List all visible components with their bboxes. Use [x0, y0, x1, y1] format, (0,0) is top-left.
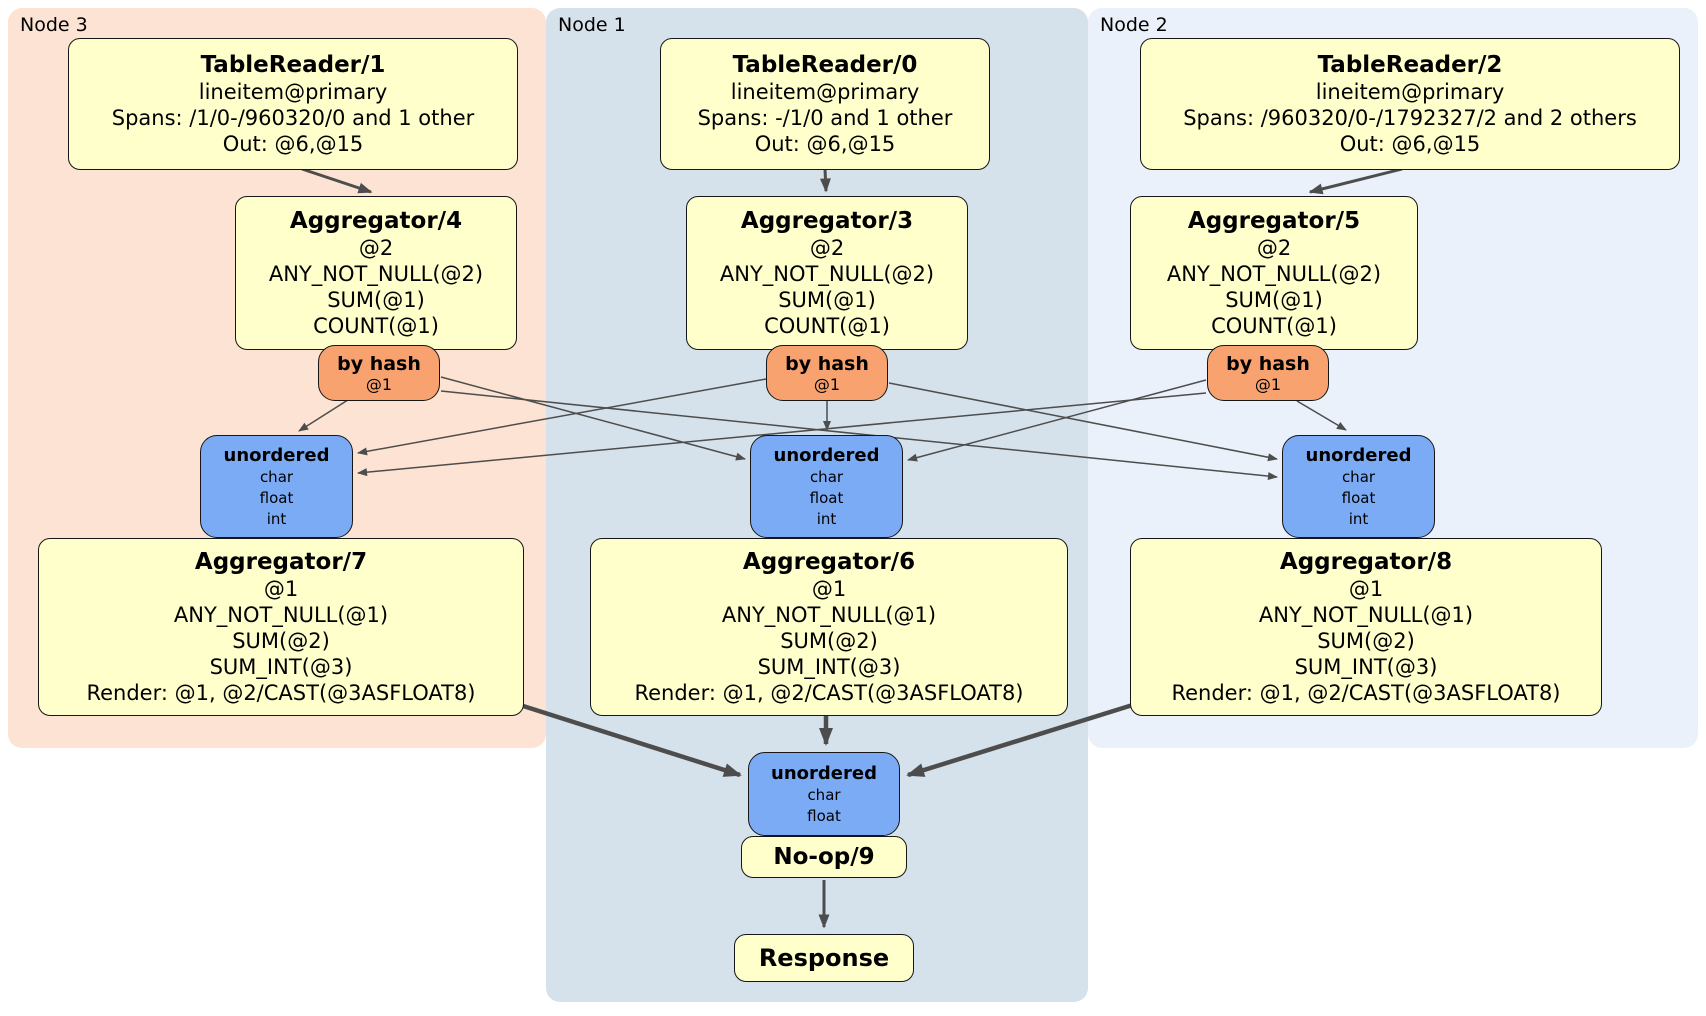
router-key: @1: [365, 374, 393, 394]
box-line: @2: [358, 236, 394, 260]
box-title: Aggregator/6: [742, 549, 916, 575]
sync-type: float: [809, 488, 844, 507]
box-title: Aggregator/5: [1187, 208, 1361, 234]
box-line: Out: @6,@15: [222, 132, 364, 156]
box-line: COUNT(@1): [764, 314, 890, 338]
box-line: @1: [263, 577, 299, 601]
tablereader-2-box: TableReader/2 lineitem@primary Spans: /9…: [1140, 38, 1680, 170]
box-line: Out: @6,@15: [1339, 132, 1481, 156]
aggregator-7-box: Aggregator/7 @1 ANY_NOT_NULL(@1) SUM(@2)…: [38, 538, 524, 716]
box-line: ANY_NOT_NULL(@2): [1166, 262, 1382, 286]
box-line: ANY_NOT_NULL(@2): [268, 262, 484, 286]
box-line: COUNT(@1): [313, 314, 439, 338]
box-line: Spans: -/1/0 and 1 other: [697, 106, 953, 130]
sync-type: char: [1341, 467, 1376, 486]
sync-type: char: [259, 467, 294, 486]
box-line: SUM(@2): [1317, 629, 1415, 653]
box-line: @1: [811, 577, 847, 601]
sync-type: int: [266, 509, 287, 528]
node2-label: Node 2: [1100, 14, 1168, 36]
aggregator-5-box: Aggregator/5 @2 ANY_NOT_NULL(@2) SUM(@1)…: [1130, 196, 1418, 350]
router-title: by hash: [785, 352, 869, 375]
aggregator-3-box: Aggregator/3 @2 ANY_NOT_NULL(@2) SUM(@1)…: [686, 196, 968, 350]
sync-type: int: [816, 509, 837, 528]
router-title: by hash: [1226, 352, 1310, 375]
sync-type: float: [1341, 488, 1376, 507]
router-title: by hash: [337, 352, 421, 375]
box-line: Render: @1, @2/CAST(@3ASFLOAT8): [1171, 681, 1561, 705]
byhash-router-node1: by hash @1: [766, 345, 888, 401]
sync-type: float: [259, 488, 294, 507]
unordered-sync-node1: unordered char float int: [750, 435, 903, 538]
box-title: No-op/9: [773, 844, 875, 870]
aggregator-6-box: Aggregator/6 @1 ANY_NOT_NULL(@1) SUM(@2)…: [590, 538, 1068, 716]
noop-9-box: No-op/9: [741, 836, 907, 878]
sync-type: char: [809, 467, 844, 486]
box-line: @1: [1348, 577, 1384, 601]
box-line: COUNT(@1): [1211, 314, 1337, 338]
unordered-sync-node2: unordered char float int: [1282, 435, 1435, 538]
node1-label: Node 1: [558, 14, 626, 36]
box-line: SUM(@2): [780, 629, 878, 653]
box-title: Aggregator/7: [194, 549, 368, 575]
box-line: Spans: /1/0-/960320/0 and 1 other: [111, 106, 475, 130]
box-line: Out: @6,@15: [754, 132, 896, 156]
aggregator-8-box: Aggregator/8 @1 ANY_NOT_NULL(@1) SUM(@2)…: [1130, 538, 1602, 716]
unordered-sync-node3: unordered char float int: [200, 435, 353, 538]
box-title: TableReader/0: [732, 52, 918, 78]
box-title: TableReader/2: [1317, 52, 1503, 78]
box-title: Aggregator/3: [740, 208, 914, 234]
box-line: Render: @1, @2/CAST(@3ASFLOAT8): [634, 681, 1024, 705]
sync-type: float: [807, 806, 841, 825]
byhash-router-node2: by hash @1: [1207, 345, 1329, 401]
aggregator-4-box: Aggregator/4 @2 ANY_NOT_NULL(@2) SUM(@1)…: [235, 196, 517, 350]
box-line: SUM(@2): [232, 629, 330, 653]
box-line: @2: [809, 236, 845, 260]
sync-title: unordered: [773, 444, 880, 466]
tablereader-1-box: TableReader/1 lineitem@primary Spans: /1…: [68, 38, 518, 170]
tablereader-0-box: TableReader/0 lineitem@primary Spans: -/…: [660, 38, 990, 170]
box-line: SUM_INT(@3): [757, 655, 901, 679]
box-line: ANY_NOT_NULL(@1): [173, 603, 389, 627]
box-line: SUM(@1): [1225, 288, 1323, 312]
box-title: Response: [758, 944, 890, 972]
sync-type: int: [1348, 509, 1369, 528]
box-line: SUM(@1): [778, 288, 876, 312]
sync-title: unordered: [1305, 444, 1412, 466]
box-line: lineitem@primary: [1315, 80, 1505, 104]
response-box: Response: [734, 934, 914, 982]
router-key: @1: [813, 374, 841, 394]
box-title: Aggregator/8: [1279, 549, 1453, 575]
box-line: SUM_INT(@3): [209, 655, 353, 679]
box-line: SUM(@1): [327, 288, 425, 312]
box-title: Aggregator/4: [289, 208, 463, 234]
final-unordered-sync: unordered char float: [748, 752, 900, 836]
box-line: SUM_INT(@3): [1294, 655, 1438, 679]
sync-title: unordered: [771, 762, 877, 784]
box-line: @2: [1256, 236, 1292, 260]
box-title: TableReader/1: [200, 52, 386, 78]
node3-label: Node 3: [20, 14, 88, 36]
box-line: ANY_NOT_NULL(@2): [719, 262, 935, 286]
sync-title: unordered: [223, 444, 330, 466]
box-line: lineitem@primary: [730, 80, 920, 104]
box-line: ANY_NOT_NULL(@1): [1258, 603, 1474, 627]
box-line: ANY_NOT_NULL(@1): [721, 603, 937, 627]
box-line: lineitem@primary: [198, 80, 388, 104]
sync-type: char: [807, 785, 841, 804]
router-key: @1: [1254, 374, 1282, 394]
byhash-router-node3: by hash @1: [318, 345, 440, 401]
box-line: Spans: /960320/0-/1792327/2 and 2 others: [1183, 106, 1637, 130]
box-line: Render: @1, @2/CAST(@3ASFLOAT8): [86, 681, 476, 705]
